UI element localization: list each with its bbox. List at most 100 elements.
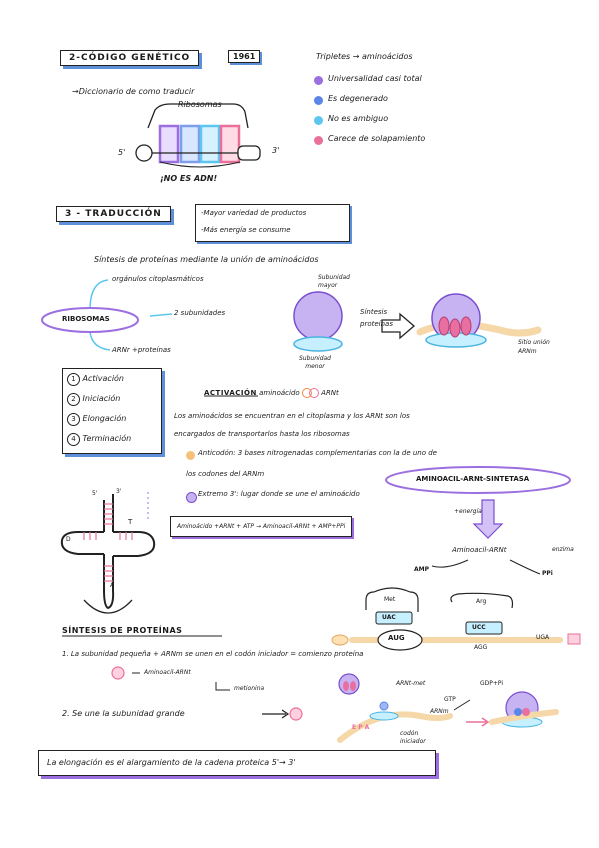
step-number-icon: 1: [67, 373, 80, 386]
bullet-purple-icon: [314, 76, 323, 85]
protein-title: SÍNTESIS DE PROTEÍNAS: [62, 626, 183, 635]
anticodon-line2: los codones del ARNm: [186, 470, 265, 478]
protein-step1: 1. La subunidad pequeña + ARNm se unen e…: [62, 650, 364, 658]
step-item: 4 Terminación: [67, 433, 131, 446]
ribosomes-label: Ribosomas: [178, 100, 222, 109]
step-label: Terminación: [82, 434, 132, 443]
note-more-energy: -Más energía se consume: [201, 226, 291, 234]
steps-box: 1 Activación 2 Iniciación 3 Elongación 4…: [62, 368, 162, 454]
bullet-cyan-icon: [314, 116, 323, 125]
activation-title-rest: aminoácido: [259, 389, 300, 397]
codon-prop-item: Universalidad casi total: [328, 74, 422, 83]
enzyme-label: AMINOACIL-ARNt-SINTETASA: [416, 475, 530, 483]
arnt-met-label: ARNt-met: [396, 680, 426, 687]
ribosome-map-top: orgánulos citoplasmáticos: [112, 275, 204, 283]
anticodon-bullet-icon: [186, 451, 195, 460]
dictionary-note: →Diccionario de como traducir: [72, 87, 195, 96]
met-label: Met: [384, 596, 396, 603]
trna-five-label: 5': [92, 490, 98, 497]
extreme-bullet-icon: [186, 492, 197, 503]
step-label: Iniciación: [82, 394, 121, 403]
activation-heading: ACTIVACIÓN aminoácido ARNt: [204, 388, 339, 398]
ppi-label: PPi: [542, 570, 553, 577]
section2-title: 2-CÓDIGO GENÉTICO: [60, 50, 200, 66]
arg-label: Arg: [476, 598, 487, 605]
step-item: 3 Elongación: [67, 413, 126, 426]
ribosome-diagram: [293, 291, 542, 352]
initiation-diagram: [337, 673, 559, 743]
gdp-label: GDP+Pi: [480, 680, 504, 687]
arnm-label: ARNm: [430, 708, 449, 715]
ribosomas-oval: [41, 307, 139, 333]
ribosome-map-right: 2 subunidades: [174, 309, 226, 317]
mrna-codon-diagram: [135, 103, 261, 168]
protein-step2: 2. Se une la subunidad grande: [62, 709, 185, 718]
trna-d-label: D: [66, 536, 71, 543]
section3-title: 3 - TRADUCCIÓN: [56, 206, 171, 222]
year-text: 1961: [233, 52, 256, 61]
step-item: 2 Iniciación: [67, 393, 120, 406]
trna-a-label: A: [110, 582, 115, 589]
trna-cloverleaf: [60, 494, 156, 614]
anticodon-line: Anticodón: 3 bases nitrogenadas compleme…: [198, 449, 437, 457]
elongation-diagram: [331, 587, 581, 651]
agg-label: AGG: [474, 644, 488, 651]
step-number-icon: 2: [67, 393, 80, 406]
activation-arrow: [431, 499, 541, 575]
metionina-label: metionina: [234, 685, 265, 692]
codon-initiator-label: codón iniciador: [400, 730, 426, 745]
step-number-icon: 4: [67, 433, 80, 446]
not-dna-note: ¡NO ES ADN!: [160, 174, 218, 183]
amp-label: AMP: [414, 566, 430, 573]
trna-three-label: 3': [116, 488, 122, 495]
bullet-blue-icon: [314, 96, 323, 105]
section3-notes-box: -Mayor variedad de productos -Más energí…: [195, 204, 350, 242]
section2-title-text: 2-CÓDIGO GENÉTICO: [69, 53, 191, 63]
step-label: Elongación: [82, 414, 127, 423]
activation-title: ACTIVACIÓN: [204, 389, 257, 397]
codon-prop-item: Carece de solapamiento: [328, 134, 426, 143]
activation-line2: encargados de transportarlos hasta los r…: [174, 430, 350, 438]
energy-label: +energía: [454, 508, 482, 515]
five-prime-label: 5': [118, 148, 126, 157]
codon-prop-item: No es ambiguo: [328, 114, 389, 123]
trna-ring-icon: [308, 388, 319, 398]
aug-label: AUG: [388, 634, 405, 642]
trna-t-label: T: [128, 518, 133, 526]
big-subunit-label: Subunidad mayor: [318, 274, 350, 289]
synthesis-arrow-label: Síntesis proteínas: [360, 308, 393, 328]
ribosome-map-bottom: ARNr +proteínas: [112, 346, 171, 354]
gtp-label: GTP: [444, 696, 456, 703]
codon2-label: UCC: [472, 624, 486, 631]
bullet-pink-icon: [314, 136, 323, 145]
aminoacil-circle: [111, 666, 125, 680]
activation-line1: Los aminoácidos se encuentran en el cito…: [174, 412, 410, 420]
extreme-line: Extremo 3': lugar donde se une el aminoá…: [198, 490, 360, 498]
site-label: Sitio unión ARNm: [518, 339, 550, 355]
year-badge: 1961: [228, 50, 261, 63]
enzyme-side-label: enzima: [552, 546, 574, 553]
codon-prop-item: Es degenerado: [328, 94, 388, 103]
ribosome-map-center: RIBOSOMAS: [62, 315, 110, 323]
synthesis-sentence: Síntesis de proteínas mediante la unión …: [94, 255, 319, 264]
ribosome-map-arrows: [89, 279, 173, 351]
note-more-products: -Mayor variedad de productos: [201, 209, 307, 217]
three-prime-label: 3': [272, 146, 280, 155]
footer-box: La elongación es el alargamiento de la c…: [38, 750, 436, 776]
footer-text: La elongación es el alargamiento de la c…: [47, 758, 296, 767]
uga-label: UGA: [536, 634, 550, 641]
epa-label: E P A: [352, 724, 370, 731]
activation-equation: Aminoácido +ARNt + ATP → Aminoacil-ARNt …: [177, 523, 346, 530]
enzyme-oval: [385, 466, 571, 494]
step-number-icon: 3: [67, 413, 80, 426]
step-label: Activación: [82, 374, 124, 383]
small-subunit-label: Subunidad menor: [299, 355, 331, 370]
activation-equation-box: Aminoácido +ARNt + ATP → Aminoacil-ARNt …: [170, 516, 353, 537]
activation-trna-label: ARNt: [321, 389, 339, 397]
codon-header: Tripletes → aminoácidos: [316, 52, 413, 61]
product-label: Aminoacil-ARNt: [452, 546, 507, 554]
aminoacil-label: Aminoacil-ARNt: [144, 669, 191, 676]
step2-circle: [289, 707, 303, 721]
codon1-label: UAC: [382, 614, 396, 621]
